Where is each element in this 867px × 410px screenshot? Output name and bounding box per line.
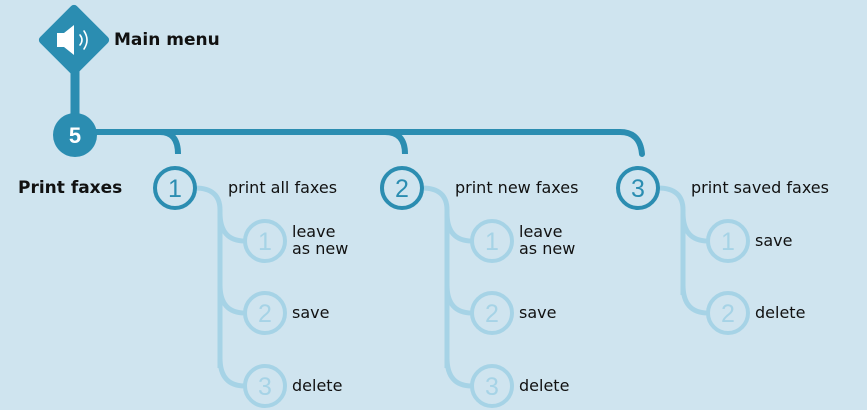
print-faxes-label: Print faxes [18,178,123,198]
option-1-label: print all faxes [228,178,338,197]
option-3-sub-2-number: 2 [721,300,735,328]
option-3-sub-2-connector [680,284,709,316]
speaker-icon [38,4,110,76]
option-3-sub-1-connector [680,212,709,244]
option-2-sub-1-number: 1 [485,228,499,256]
option-3-label: print saved faxes [691,178,829,197]
option-1-circle [153,166,197,210]
option-2-sub-1-connector [444,212,473,244]
option-1-sub-1-number: 1 [258,228,272,256]
option-3-sub-1-number: 1 [721,228,735,256]
option-2-circle [380,166,424,210]
option-1-sub-1-connector [217,212,246,244]
option-2-sub-1-circle [470,219,514,263]
option-1-sub-2-label: save [292,302,330,322]
option-1-sub-2-connector [217,284,246,316]
option-1-sub-3-number: 3 [258,373,272,401]
option-2-sub-3-label: delete [519,375,570,395]
option-3-spine [657,185,686,295]
option-1-sub-2-number: 2 [258,300,272,328]
main-menu-label: Main menu [114,30,220,50]
option-3-sub-1-label: save [755,230,793,250]
option-2-number: 2 [395,175,409,203]
option-3-sub-1-circle [706,219,750,263]
option-1-sub-3-connector [217,357,246,389]
option-2-sub-3-connector [444,357,473,389]
option-3-circle [616,166,660,210]
option-3-sub-2-circle [706,291,750,335]
option-2-connector [384,129,408,155]
node-5-number: 5 [69,123,81,148]
option-1-sub-3-label: delete [292,375,343,395]
option-2-sub-3-number: 3 [485,373,499,401]
option-1-sub-3-circle [243,364,287,408]
option-1-number: 1 [168,175,182,203]
option-3-number: 3 [631,175,645,203]
option-2-sub-3-circle [470,364,514,408]
option-bus [77,129,645,157]
option-2-sub-2-label: save [519,302,557,322]
option-2-sub-2-number: 2 [485,300,499,328]
option-2-sub-2-connector [444,284,473,316]
option-2-spine [421,185,450,368]
option-1-sub-1-circle [243,219,287,263]
option-branches: 1 1 2 3 2 1 2 3 3 1 2 [153,166,750,408]
node-5 [53,113,97,157]
option-1-spine [194,185,223,368]
option-1-sub-2-circle [243,291,287,335]
option-3-sub-2-label: delete [755,302,806,322]
option-2-label: print new faxes [455,178,579,197]
option-1-connector [159,129,181,155]
option-2-sub-2-circle [470,291,514,335]
